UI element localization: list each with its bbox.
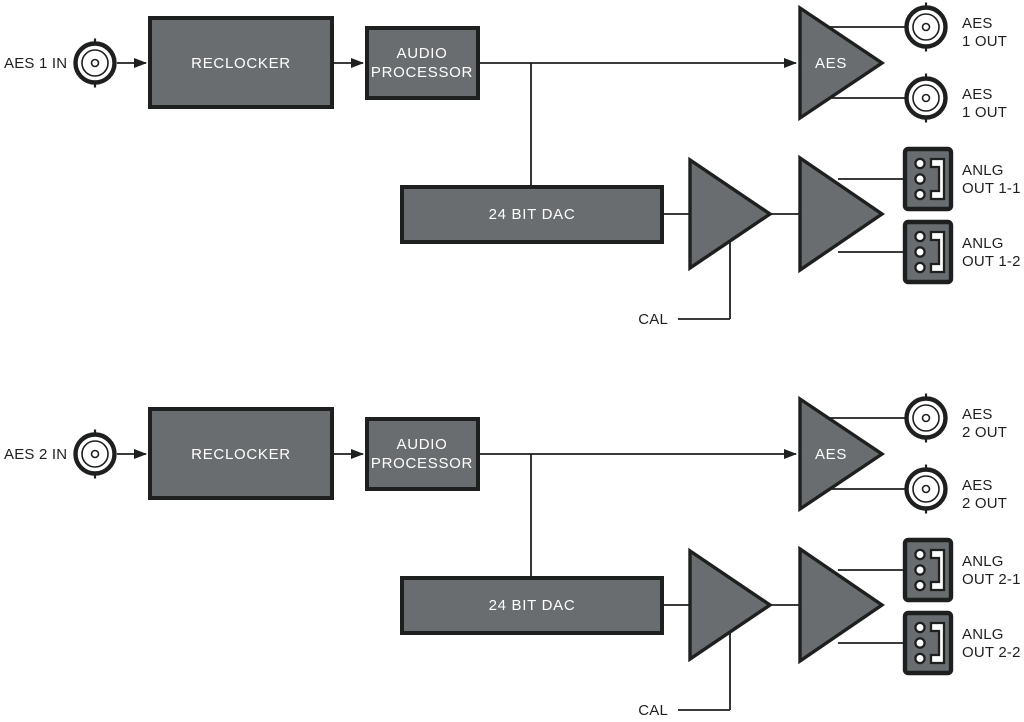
- bnc-input-connector-icon: [76, 39, 115, 88]
- aes-out-top-label-line2: 1 OUT: [962, 33, 1007, 50]
- aes-out-top-label-line1: AES: [962, 406, 993, 423]
- output-amp-triangle: [798, 154, 886, 274]
- audio-processor-label-line1: AUDIO: [396, 45, 447, 62]
- audio-processor-box: [365, 417, 480, 491]
- dac-amp-triangle: [688, 156, 774, 272]
- cal-label: CAL: [638, 311, 668, 328]
- bnc-input-connector-icon: [76, 430, 115, 479]
- anlg-out-bottom-label-line2: OUT 1-2: [962, 253, 1021, 270]
- bnc-output-connector-icon: [907, 465, 946, 514]
- reclocker-box: [148, 407, 334, 500]
- anlg-out-bottom-label-line2: OUT 2-2: [962, 644, 1021, 661]
- cal-label: CAL: [638, 702, 668, 719]
- reclocker-label: RECLOCKER: [191, 446, 291, 463]
- analog-output-connector-icon: [905, 540, 951, 600]
- aes-out-top-label-line1: AES: [962, 15, 993, 32]
- aes-driver-label: AES: [815, 55, 847, 72]
- aes-driver-triangle: [798, 395, 886, 513]
- aes-out-bottom-label-line1: AES: [962, 86, 993, 103]
- aes-out-bottom-label-line2: 1 OUT: [962, 104, 1007, 121]
- aes-out-bottom-label-line2: 2 OUT: [962, 495, 1007, 512]
- aes-out-top-label-line2: 2 OUT: [962, 424, 1007, 441]
- output-amp-triangle: [798, 545, 886, 665]
- anlg-out-top-label-line2: OUT 2-1: [962, 571, 1021, 588]
- dac-label: 24 BIT DAC: [489, 206, 576, 223]
- dac-amp-triangle: [688, 547, 774, 663]
- bnc-output-connector-icon: [907, 74, 946, 123]
- analog-output-connector-icon: [905, 149, 951, 209]
- aes-driver-triangle: [798, 4, 886, 122]
- anlg-out-top-label-line1: ANLG: [962, 553, 1004, 570]
- anlg-out-top-label-line2: OUT 1-1: [962, 180, 1021, 197]
- audio-processor-label-line2: PROCESSOR: [371, 64, 473, 81]
- audio-processor-box: [365, 26, 480, 100]
- bnc-output-connector-icon: [907, 3, 946, 52]
- aes-input-label: AES 2 IN: [4, 446, 67, 463]
- channel-2: AES 2 IN RECLOCKER AUDIO PROCESSOR AES A…: [4, 394, 1021, 719]
- aes-out-bottom-label-line1: AES: [962, 477, 993, 494]
- channel-1: AES 1 IN RECLOCKER AUDIO PROCESSOR AES A…: [4, 3, 1021, 328]
- audio-processor-label-line1: AUDIO: [396, 436, 447, 453]
- dac-box: [400, 576, 664, 635]
- bnc-output-connector-icon: [907, 394, 946, 443]
- analog-output-connector-icon: [905, 222, 951, 282]
- reclocker-label: RECLOCKER: [191, 55, 291, 72]
- dac-label: 24 BIT DAC: [489, 597, 576, 614]
- anlg-out-bottom-label-line1: ANLG: [962, 626, 1004, 643]
- audio-processor-label-line2: PROCESSOR: [371, 455, 473, 472]
- dac-box: [400, 185, 664, 244]
- aes-input-label: AES 1 IN: [4, 55, 67, 72]
- anlg-out-bottom-label-line1: ANLG: [962, 235, 1004, 252]
- anlg-out-top-label-line1: ANLG: [962, 162, 1004, 179]
- aes-driver-label: AES: [815, 446, 847, 463]
- analog-output-connector-icon: [905, 613, 951, 673]
